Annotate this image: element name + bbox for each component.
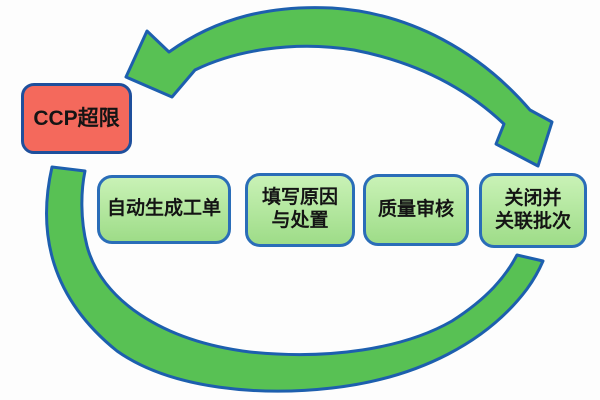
node-auto-workorder: 自动生成工单 xyxy=(97,175,231,244)
node-quality-review: 质量审核 xyxy=(363,174,469,246)
node-auto-workorder-label: 自动生成工单 xyxy=(106,198,221,220)
node-ccp-alert: CCP超限 xyxy=(21,83,132,154)
top-cycle-arrow xyxy=(124,6,554,168)
node-ccp-alert-label: CCP超限 xyxy=(33,106,120,130)
node-quality-review-label: 质量审核 xyxy=(377,198,454,220)
node-close-link-batch-label-line2: 关联批次 xyxy=(494,210,571,232)
node-close-link-batch-label-line1: 关闭并 xyxy=(504,187,562,209)
node-fill-reason: 填写原因 与处置 xyxy=(245,173,355,247)
node-fill-reason-label-line2: 与处置 xyxy=(271,210,329,231)
bottom-cycle-arc xyxy=(45,165,545,393)
node-close-link-batch: 关闭并 关联批次 xyxy=(479,173,587,248)
node-fill-reason-label-line1: 填写原因 xyxy=(261,187,338,209)
